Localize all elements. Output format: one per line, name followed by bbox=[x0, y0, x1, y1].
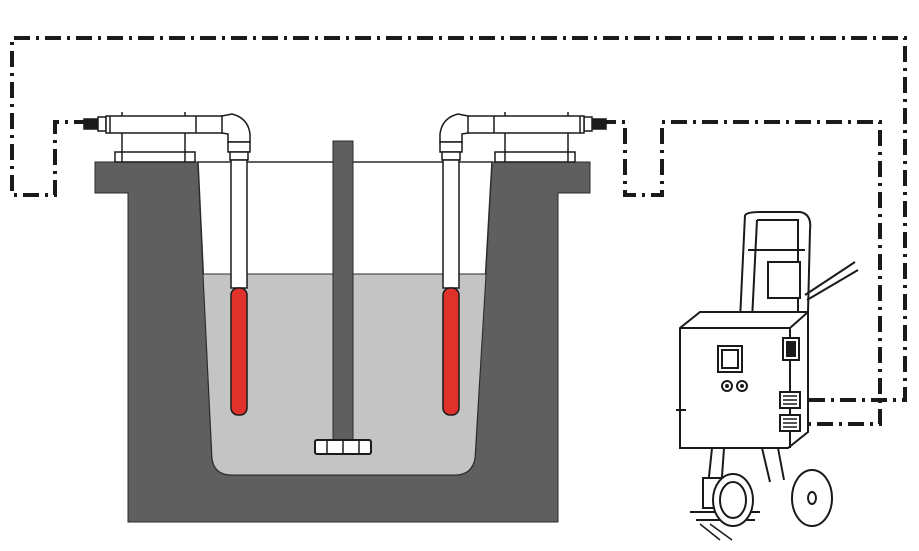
power-cables bbox=[10, 36, 907, 426]
mixer-shaft bbox=[332, 140, 354, 442]
left-heater-tube bbox=[105, 115, 225, 134]
right-heater-bracket bbox=[494, 151, 576, 163]
right-immersion-heater bbox=[439, 112, 607, 416]
left-heater-bracket bbox=[114, 151, 196, 163]
inner-power-cable bbox=[600, 120, 882, 426]
center-mixer-shaft bbox=[314, 140, 372, 455]
control-box bbox=[679, 311, 809, 449]
right-heater-sheath bbox=[442, 159, 460, 289]
left-immersion-heater bbox=[83, 112, 251, 416]
cart-handle bbox=[744, 211, 812, 313]
outer-power-cable bbox=[10, 36, 907, 402]
left-heater-sheath bbox=[230, 159, 248, 289]
right-heater-element bbox=[442, 287, 460, 416]
right-heater-tube bbox=[465, 115, 585, 134]
left-heater-element bbox=[230, 287, 248, 416]
portable-control-panel-cart bbox=[676, 211, 859, 541]
